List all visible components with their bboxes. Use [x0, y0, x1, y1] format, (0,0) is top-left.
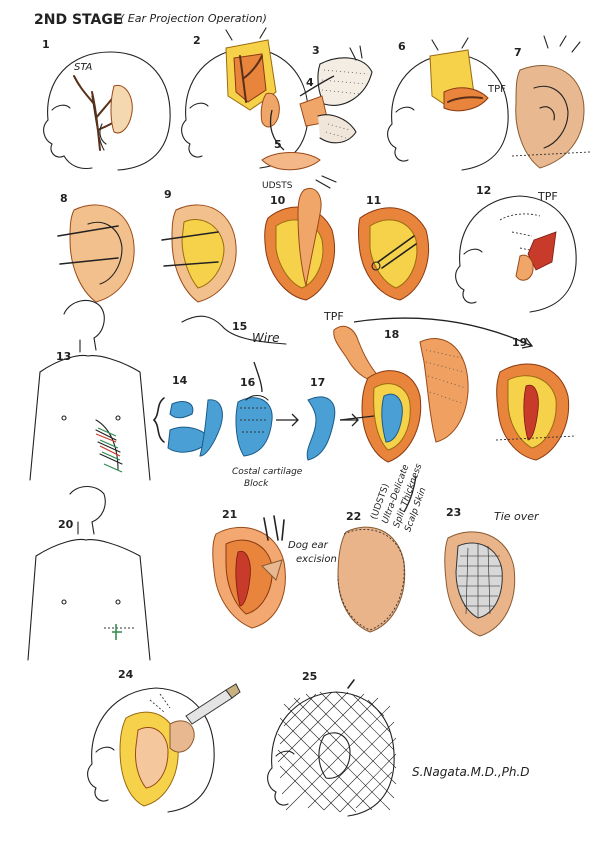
- figure-7-number: 7: [514, 46, 522, 59]
- figure-24: 24: [87, 668, 241, 813]
- figure-17: 17: [276, 376, 359, 461]
- figure-1-label-sta: STA: [74, 62, 93, 73]
- figure-18: TPF 18: [323, 310, 469, 463]
- head-net: [277, 691, 397, 813]
- stage-subtitle: ( Ear Projection Operation): [120, 12, 267, 25]
- figure-21: 21 Dog ear excision: [212, 508, 337, 629]
- figure-12-label-tpf: TPF: [537, 190, 558, 203]
- figure-24-number: 24: [118, 668, 134, 681]
- figure-3: 3: [312, 44, 373, 106]
- figure-21-label-dog-ear: Dog ear: [288, 540, 329, 551]
- figure-2: 2: [181, 27, 309, 169]
- figure-16-number: 16: [240, 376, 256, 389]
- figure-9-number: 9: [164, 188, 172, 201]
- figure-21-label-excision: excision: [296, 554, 337, 565]
- figure-6-number: 6: [398, 40, 406, 53]
- figure-23: 23 Tie over: [444, 506, 540, 637]
- figure-12: 12 TPF: [455, 184, 577, 313]
- figure-15-number: 15: [232, 320, 247, 333]
- figure-14: 14: [152, 374, 223, 457]
- stage-title: 2ND STAGE: [34, 12, 122, 28]
- figure-9: 9: [161, 188, 237, 303]
- figure-16: 16 Costal cartilage Block: [232, 361, 303, 489]
- figure-6: 6 TPF: [387, 37, 509, 171]
- figure-15: 15 Wire: [181, 315, 287, 345]
- figure-8-number: 8: [60, 192, 68, 205]
- figure-6-label-tpf: TPF: [487, 84, 506, 95]
- figure-14-number: 14: [172, 374, 188, 387]
- figure-1-number: 1: [42, 38, 50, 51]
- figure-7: 7: [511, 35, 591, 169]
- figure-8: 8: [57, 192, 135, 303]
- figure-22: 22: [337, 510, 406, 633]
- figure-25-number: 25: [302, 670, 317, 683]
- figure-20: 20: [27, 485, 151, 661]
- figure-4: 4: [299, 76, 357, 144]
- figure-20-number: 20: [58, 518, 74, 531]
- signature-text: S.Nagata.M.D.,Ph.D: [412, 765, 530, 779]
- figure-11: 11: [358, 194, 429, 301]
- figure-1: 1 STA: [42, 38, 171, 171]
- figure-10-number: 10: [270, 194, 286, 207]
- header: 2ND STAGE ( Ear Projection Operation): [34, 12, 267, 28]
- figure-5-label-udsts: UDSTS: [262, 181, 293, 191]
- figure-17-number: 17: [310, 376, 325, 389]
- figure-19: 19: [353, 317, 577, 461]
- figure-22-number: 22: [346, 510, 361, 523]
- figure-2-number: 2: [193, 34, 201, 47]
- figure-18-label-tpf: TPF: [323, 310, 344, 323]
- figure-11-number: 11: [366, 194, 381, 207]
- figure-23-label-tie-over: Tie over: [494, 510, 540, 523]
- figure-3-number: 3: [312, 44, 320, 57]
- figure-13: 13: [29, 299, 151, 481]
- figure-16-label-cartilage: Costal cartilage: [232, 467, 303, 477]
- figure-15-label-wire: Wire: [252, 331, 280, 345]
- figure-13-number: 13: [56, 350, 71, 363]
- figure-21-number: 21: [222, 508, 237, 521]
- signature: S.Nagata.M.D.,Ph.D: [412, 765, 530, 779]
- figure-4-number: 4: [306, 76, 314, 89]
- figure-12-number: 12: [476, 184, 491, 197]
- figure-16-label-block: Block: [244, 479, 269, 489]
- figure-10: 10: [264, 175, 337, 301]
- figure-25: 25: [267, 670, 397, 817]
- figure-18-skin-note: (UDSTS) Ultra-Delicate Split Thickness S…: [369, 462, 428, 533]
- figure-18-number: 18: [384, 328, 399, 341]
- figure-23-number: 23: [446, 506, 461, 519]
- figure-5: 5 UDSTS: [261, 75, 335, 191]
